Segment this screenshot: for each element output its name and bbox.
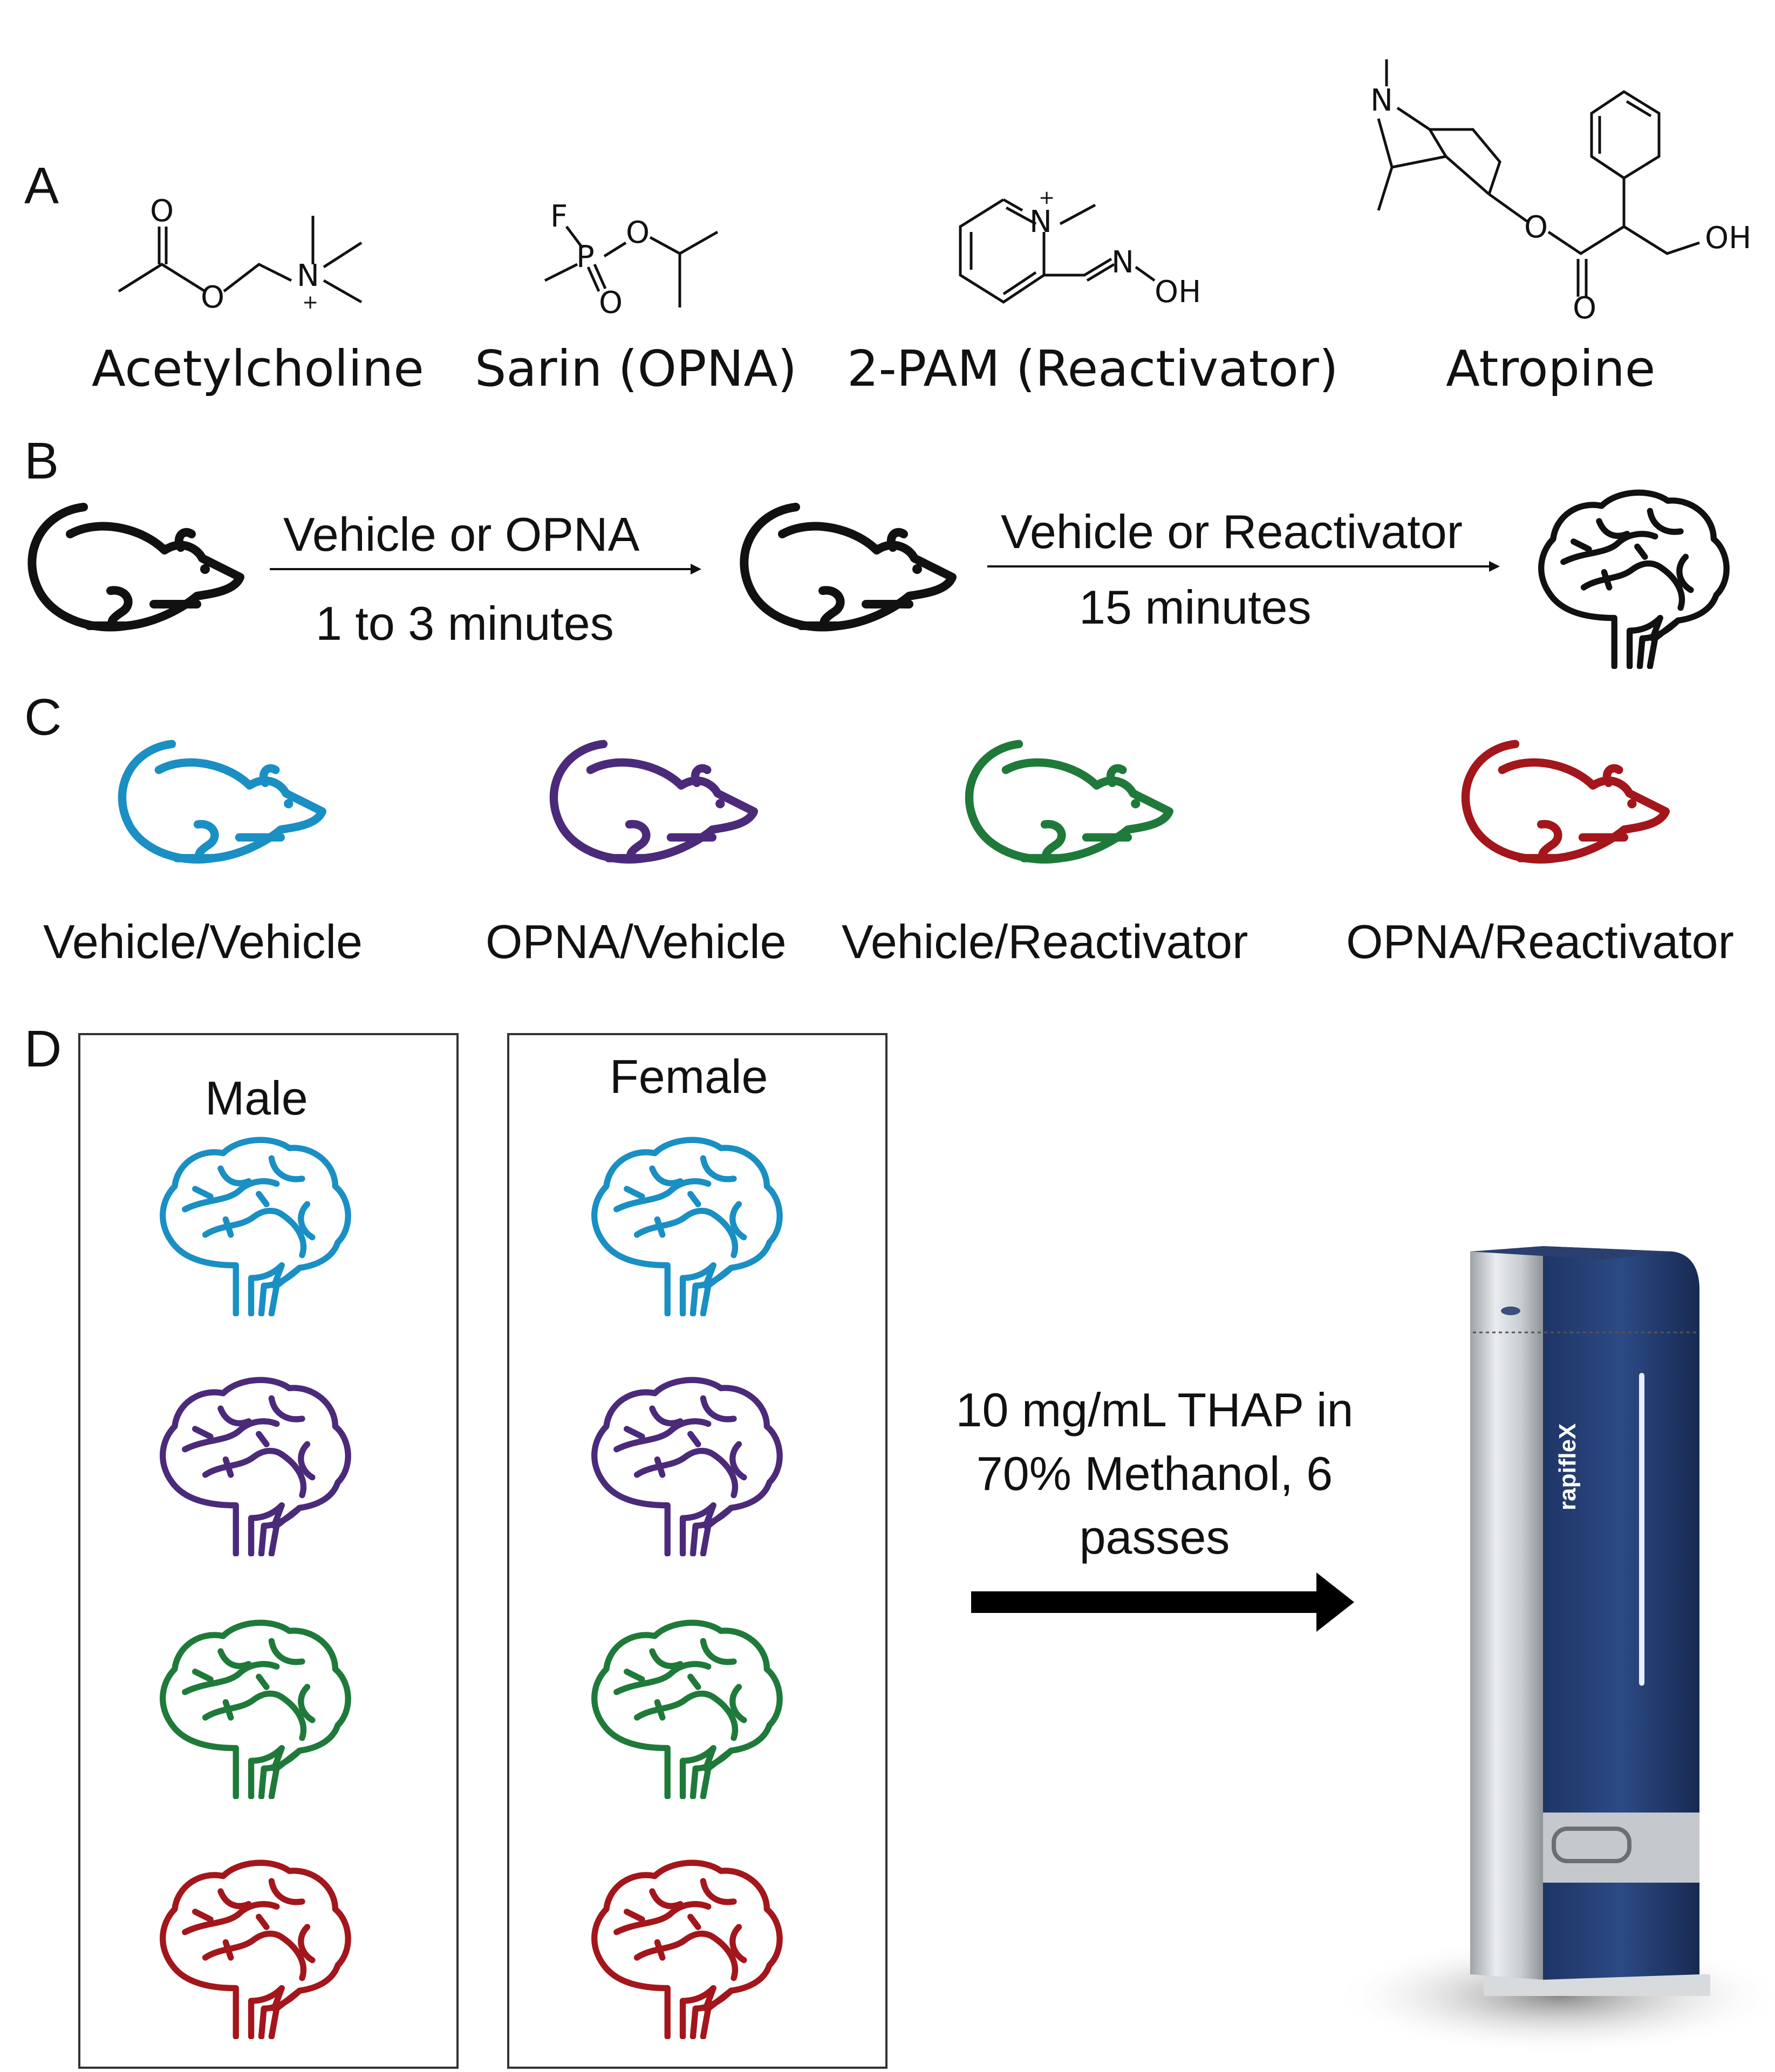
mouse-icon-start bbox=[19, 496, 245, 637]
mouse-icon-vehicle-vehicle bbox=[108, 734, 329, 869]
group-label-vehicle-reactivator: Vehicle/Reactivator bbox=[842, 915, 1248, 968]
molecule-name-2-pam: 2-PAM (Reactivator) bbox=[847, 340, 1339, 398]
acetylcholine-structure: O O N + bbox=[118, 194, 363, 315]
mouse-icon-middle bbox=[731, 496, 958, 637]
step1-treatment-label: Vehicle or OPNA bbox=[283, 508, 640, 561]
matrix-line-3: passes bbox=[1079, 1510, 1230, 1564]
matrix-line-1: 10 mg/mL THAP in bbox=[955, 1383, 1354, 1437]
mouse-icon-vehicle-reactivator bbox=[955, 734, 1176, 869]
brain-icon-harvest bbox=[1527, 485, 1743, 669]
atom-oh: OH bbox=[1155, 275, 1201, 310]
panel-label-a: A bbox=[24, 157, 59, 215]
step1-time-label: 1 to 3 minutes bbox=[316, 597, 614, 650]
panel-label-b: B bbox=[24, 432, 59, 490]
male-label: Male bbox=[205, 1071, 308, 1125]
panel-label-c: C bbox=[24, 688, 62, 746]
brain-icon-male-vehicle-vehicle bbox=[148, 1133, 364, 1316]
step1-arrow bbox=[270, 564, 701, 575]
atom-oh: OH bbox=[1705, 221, 1751, 256]
pralidoxime-structure: N + N OH bbox=[959, 187, 1201, 310]
atom-o-carbonyl: O bbox=[150, 194, 174, 229]
atom-n: N bbox=[297, 258, 319, 293]
atropine-structure: N O O OH bbox=[1370, 59, 1751, 326]
charge-plus: + bbox=[302, 291, 318, 313]
mouse-icon-opna-reactivator bbox=[1451, 734, 1672, 869]
brain-icon-female-vehicle-vehicle bbox=[580, 1133, 796, 1316]
female-label: Female bbox=[610, 1050, 768, 1103]
matrix-line-2: 70% Methanol, 6 bbox=[976, 1447, 1333, 1500]
molecule-name-acetylcholine: Acetylcholine bbox=[92, 340, 424, 398]
group-label-opna-reactivator: OPNA/Reactivator bbox=[1346, 915, 1734, 968]
molecule-name-atropine: Atropine bbox=[1446, 340, 1656, 398]
atom-o-carbonyl: O bbox=[1573, 291, 1596, 326]
brain-icon-female-opna-vehicle bbox=[580, 1373, 796, 1556]
brain-icon-male-vehicle-reactivator bbox=[148, 1616, 364, 1799]
group-label-opna-vehicle: OPNA/Vehicle bbox=[486, 915, 787, 968]
process-arrow bbox=[971, 1572, 1354, 1632]
step2-arrow bbox=[987, 561, 1500, 572]
brain-icon-female-opna-reactivator bbox=[580, 1856, 796, 2039]
maldi-instrument-image: rapifleX bbox=[1333, 1246, 1775, 2055]
molecule-name-sarin: Sarin (OPNA) bbox=[475, 340, 797, 398]
male-group-box bbox=[78, 1033, 459, 2069]
instrument-brand: rapifleX bbox=[1554, 1424, 1581, 1510]
atom-o-ester: O bbox=[201, 280, 224, 315]
sarin-structure: F P O O bbox=[544, 199, 719, 320]
mouse-icon-opna-vehicle bbox=[540, 734, 761, 869]
step2-time-label: 15 minutes bbox=[1079, 580, 1312, 634]
brain-icon-male-opna-vehicle bbox=[148, 1373, 364, 1556]
group-label-vehicle-vehicle: Vehicle/Vehicle bbox=[43, 915, 363, 968]
brain-icon-female-vehicle-reactivator bbox=[580, 1616, 796, 1799]
atom-n: N bbox=[1370, 83, 1393, 118]
atom-p: P bbox=[576, 240, 595, 275]
atom-n-oxime: N bbox=[1111, 245, 1134, 280]
step2-treatment-label: Vehicle or Reactivator bbox=[1001, 505, 1463, 558]
female-group-box bbox=[507, 1033, 888, 2069]
atom-n-ring: N bbox=[1029, 204, 1052, 240]
atom-o-ester: O bbox=[1524, 210, 1548, 245]
atom-o-ether: O bbox=[626, 215, 650, 250]
atom-f: F bbox=[550, 199, 568, 234]
atom-o-double: O bbox=[599, 285, 623, 320]
brain-icon-male-opna-reactivator bbox=[148, 1856, 364, 2039]
panel-label-d: D bbox=[24, 1020, 62, 1078]
matrix-description: 10 mg/mL THAP in 70% Methanol, 6 passes bbox=[917, 1378, 1392, 1569]
charge-plus: + bbox=[1039, 187, 1055, 209]
